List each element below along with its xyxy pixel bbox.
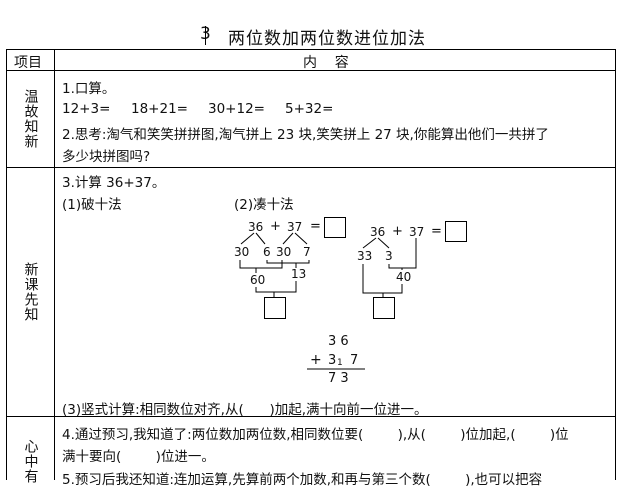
method-make-ten: (2)凑十法 bbox=[234, 197, 294, 213]
row-divider-1 bbox=[6, 167, 616, 168]
method-break-ten: (1)破十法 bbox=[62, 197, 122, 213]
vertical-plus: + bbox=[310, 352, 322, 368]
vertical-result: 7 3 bbox=[328, 371, 349, 386]
vertical-carry: 1 bbox=[337, 358, 343, 368]
review-q2-line1: 2.思考:淘气和笑笑拼拼图,淘气拼上 23 块,笑笑拼上 27 块,你能算出他们… bbox=[62, 127, 549, 143]
d1-part-3: 30 bbox=[276, 245, 292, 259]
d2-answer-box-bottom[interactable] bbox=[373, 297, 395, 319]
insight-q5-line1: 5.预习后我还知道:连加运算,先算前两个加数,和再与第三个数( ),也可以把容 bbox=[62, 472, 543, 488]
review-q1: 1.口算。 bbox=[62, 81, 116, 97]
vertical-second-ones: 7 bbox=[350, 353, 359, 368]
table-border-right bbox=[615, 49, 616, 480]
row-label-new: 新课先知 bbox=[22, 262, 39, 322]
header-divider bbox=[6, 70, 616, 71]
review-q2-line2: 多少块拼图吗? bbox=[62, 149, 151, 165]
header-item: 项目 bbox=[14, 55, 42, 71]
d1-answer-box-bottom[interactable] bbox=[264, 297, 286, 319]
calc-2: 18+21= bbox=[131, 101, 188, 117]
lesson-table: 项目 内 容 温故知新 1.口算。 12+3= 18+21= 30+12= 5+… bbox=[6, 49, 616, 488]
d1-equals: = bbox=[310, 219, 321, 234]
table-border-left bbox=[6, 49, 7, 480]
table-border-top bbox=[6, 49, 616, 50]
d1-part-2: 6 bbox=[263, 245, 271, 259]
row-label-review: 温故知新 bbox=[22, 89, 39, 149]
calc-1: 12+3= bbox=[62, 101, 111, 117]
vertical-method-text: (3)竖式计算:相同数位对齐,从( )加起,满十向前一位进一。 bbox=[62, 402, 428, 418]
calc-3: 30+12= bbox=[208, 101, 265, 117]
d1-sum-ones: 13 bbox=[291, 267, 307, 281]
d2-part-1: 33 bbox=[357, 249, 373, 263]
d2-answer-box-top[interactable] bbox=[445, 221, 467, 242]
d2-part-2: 3 bbox=[385, 249, 393, 263]
row-label-insight: 心中有 bbox=[22, 438, 39, 484]
d2-equals: = bbox=[431, 224, 442, 239]
d1-plus: + bbox=[270, 219, 281, 234]
d1-sum-tens: 60 bbox=[250, 273, 266, 287]
split-diagram-lines bbox=[239, 232, 417, 370]
insight-q4-line2: 满十要向( )位进一。 bbox=[62, 449, 215, 465]
d2-sum: 40 bbox=[396, 270, 412, 284]
calc-4: 5+32= bbox=[285, 101, 334, 117]
d1-answer-box-top[interactable] bbox=[324, 217, 346, 238]
d2-addend-b: 37 bbox=[409, 225, 425, 239]
text-cursor bbox=[205, 26, 206, 45]
insight-q4-line1: 4.通过预习,我知道了:两位数加两位数,相同数位要( ),从( )位加起,( )… bbox=[62, 427, 569, 443]
d1-part-4: 7 bbox=[303, 245, 311, 259]
lesson-title: 两位数加两位数进位加法 bbox=[228, 29, 426, 49]
d2-plus: + bbox=[392, 224, 403, 239]
new-q3: 3.计算 36+37。 bbox=[62, 175, 166, 191]
column-divider bbox=[54, 49, 55, 480]
d1-addend-a: 36 bbox=[248, 220, 264, 234]
vertical-second-tens: 3 bbox=[328, 353, 337, 368]
d1-part-1: 30 bbox=[234, 245, 250, 259]
d1-addend-b: 37 bbox=[287, 220, 303, 234]
vertical-top-number: 3 6 bbox=[328, 334, 349, 349]
d2-addend-a: 36 bbox=[370, 225, 386, 239]
row-divider-2 bbox=[6, 416, 616, 417]
header-content: 内 容 bbox=[303, 55, 349, 71]
